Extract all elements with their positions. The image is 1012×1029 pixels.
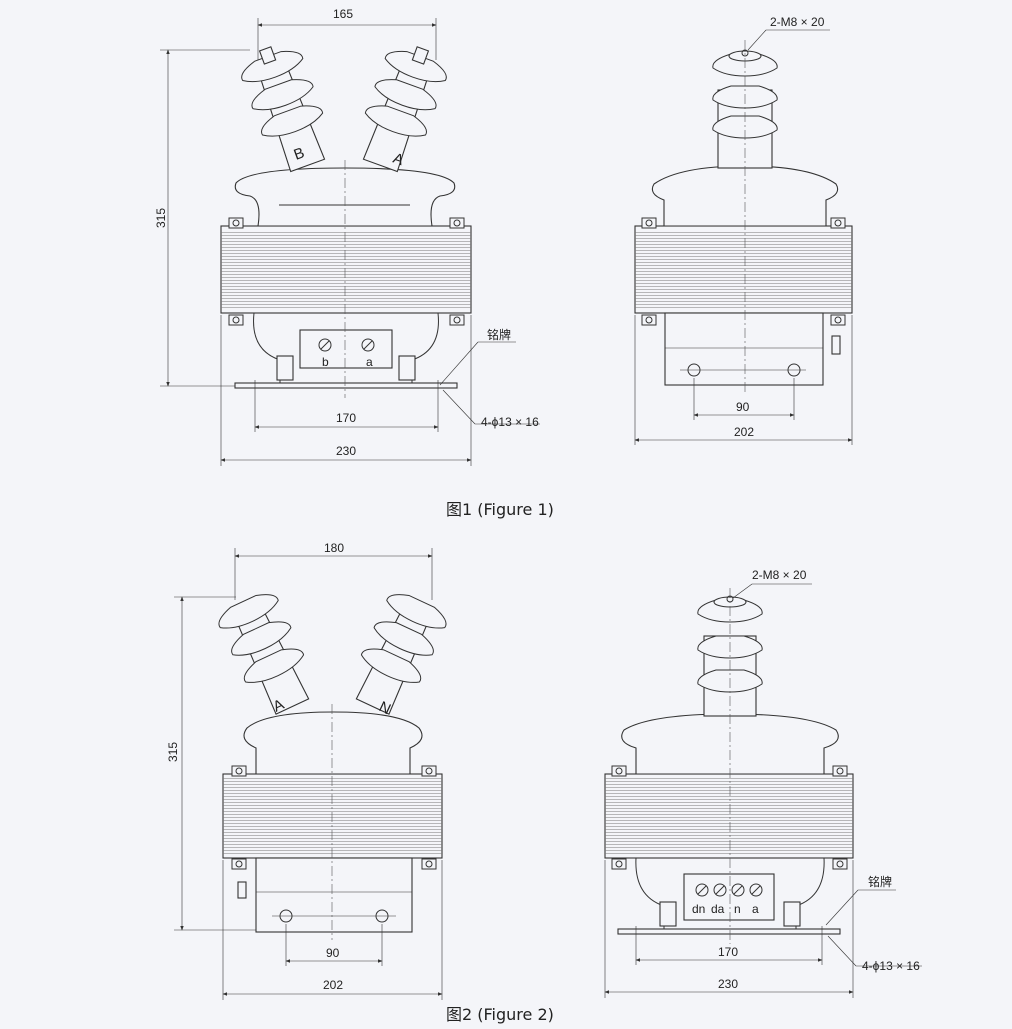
nameplate-label: 铭牌 [868,874,892,889]
dim-202: 202 [323,978,343,992]
base-plate [234,382,458,389]
dim-180: 180 [324,541,344,555]
terminal-spec: 2-M8 × 20 [752,568,807,582]
dim-202: 202 [734,425,754,439]
dim-170: 170 [718,945,738,959]
top-cap [651,165,839,227]
figure1-caption: 图1 (Figure 1) [446,500,554,519]
bushing-b [237,44,327,173]
terminal-label-da: da [711,902,725,916]
bushing-a [213,587,310,715]
terminal-label-b: b [322,355,329,369]
terminal-label-a: a [752,902,759,916]
bushing [712,49,778,139]
base-plate [617,928,841,935]
dim-230: 230 [718,977,738,991]
top-cap [621,713,839,775]
fig2-left-view: A N 180 315 90 202 [166,541,452,1000]
bushing-n [355,587,452,715]
dim-165: 165 [333,7,353,21]
fig1-left-view: B A b a 165 315 170 230 铭牌 4-ϕ13 × 16 [154,7,540,466]
dim-230: 230 [336,444,356,458]
dim-170: 170 [336,411,356,425]
dim-315: 315 [154,208,168,228]
terminal-label-dn: dn [692,902,705,916]
dim-315: 315 [166,742,180,762]
terminal-housing [664,312,824,386]
dim-90: 90 [736,400,750,414]
terminal-label-a: a [366,355,373,369]
terminal-housing [255,857,413,933]
nameplate-label: 铭牌 [487,327,511,342]
dim-90: 90 [326,946,340,960]
fig2-right-view: dn da n a 2-M8 × 20 170 230 铭牌 4-ϕ13 × 1… [604,568,922,998]
fig1-right-view: 2-M8 × 20 90 202 [634,15,853,445]
terminal-label-n: n [734,902,741,916]
holes-spec: 4-ϕ13 × 16 [481,415,539,429]
figure2-caption: 图2 (Figure 2) [446,1005,554,1024]
bushing-a [361,44,451,173]
top-cap [243,711,423,775]
holes-spec: 4-ϕ13 × 16 [862,959,920,973]
terminal-spec: 2-M8 × 20 [770,15,825,29]
terminal-box [683,873,775,921]
terminal-box [299,329,393,369]
